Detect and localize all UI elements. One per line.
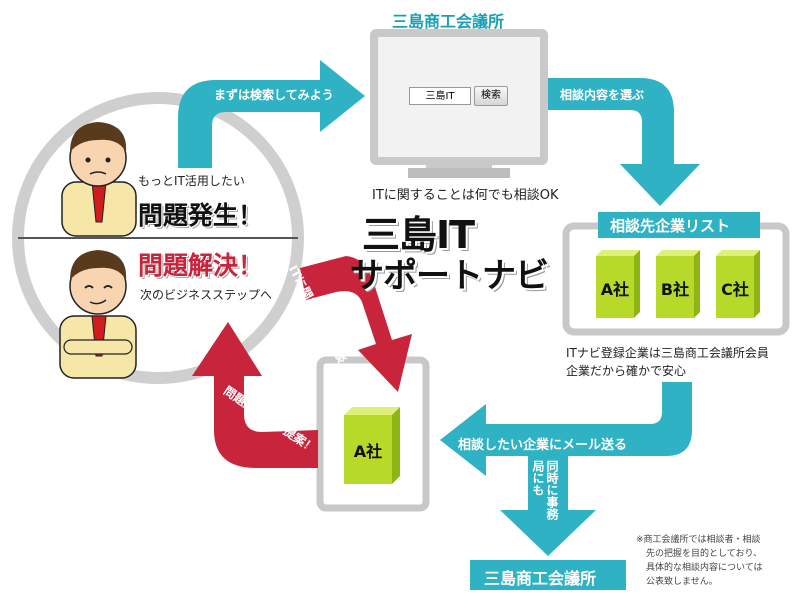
- footnote-line-4: 公表致しません。: [646, 577, 718, 587]
- company-cubes: [596, 250, 760, 318]
- company-note-line-2: 企業だから確かで安心: [566, 364, 687, 378]
- chamber-label-bg: [470, 560, 626, 590]
- selected-company-cube: [344, 407, 400, 484]
- solved-heading: 問題解決！: [138, 251, 264, 280]
- footnote-line-1: ※商工会議所では相談者・相談: [636, 535, 761, 545]
- search-button[interactable]: 検索: [474, 86, 508, 106]
- center-tagline: ITに関することは何でも相談OK: [372, 188, 559, 203]
- company-c-label: C社: [721, 280, 749, 299]
- satisfied-person-illustration: [59, 250, 137, 379]
- next-step-text: 次のビジネスステップへ: [140, 288, 273, 302]
- company-b-label: B社: [660, 280, 690, 299]
- company-note-line-1: ITナビ登録企業は三島商工会議所会員: [566, 346, 769, 360]
- footnote-line-3: 具体的な相談内容については: [646, 563, 763, 573]
- worried-person-illustration: [61, 122, 137, 237]
- logo-line-2: サポートナビ: [350, 256, 549, 296]
- search-arrow-shape: [178, 60, 365, 168]
- want-it-text: もっとIT活用したい: [138, 174, 245, 188]
- footnote-line-2: 先の把握を目的としており、: [646, 549, 763, 559]
- proposal-arrow-shape: [192, 322, 318, 468]
- selected-company-label: A社: [353, 442, 383, 461]
- search-input[interactable]: 三島IT: [409, 87, 471, 105]
- monitor-graphic: [370, 29, 548, 178]
- top-chamber-title: 三島商工会議所: [392, 12, 505, 31]
- choose-arrow-label: 相談内容を選ぶ: [560, 88, 645, 102]
- company-list-title: 相談先企業リスト: [610, 217, 731, 235]
- office-arrow-shape: [500, 456, 596, 556]
- search-arrow-label: まずは検索してみよう: [214, 88, 334, 102]
- bottom-chamber-label: 三島商工会議所: [484, 569, 597, 588]
- company-list-title-bg: [598, 212, 760, 238]
- problem-heading: 問題発生！: [138, 201, 264, 230]
- choose-arrow-shape: [548, 78, 700, 206]
- office-arrow-label: 同時に事務局にも: [531, 460, 559, 520]
- logo-line-1: 三島IT: [362, 213, 475, 257]
- company-a-label: A社: [600, 280, 630, 299]
- mail-arrow-shape: [440, 382, 692, 476]
- consult-arrow-shape: [300, 256, 412, 392]
- mail-arrow-label: 相談したい企業にメール送る: [458, 438, 628, 453]
